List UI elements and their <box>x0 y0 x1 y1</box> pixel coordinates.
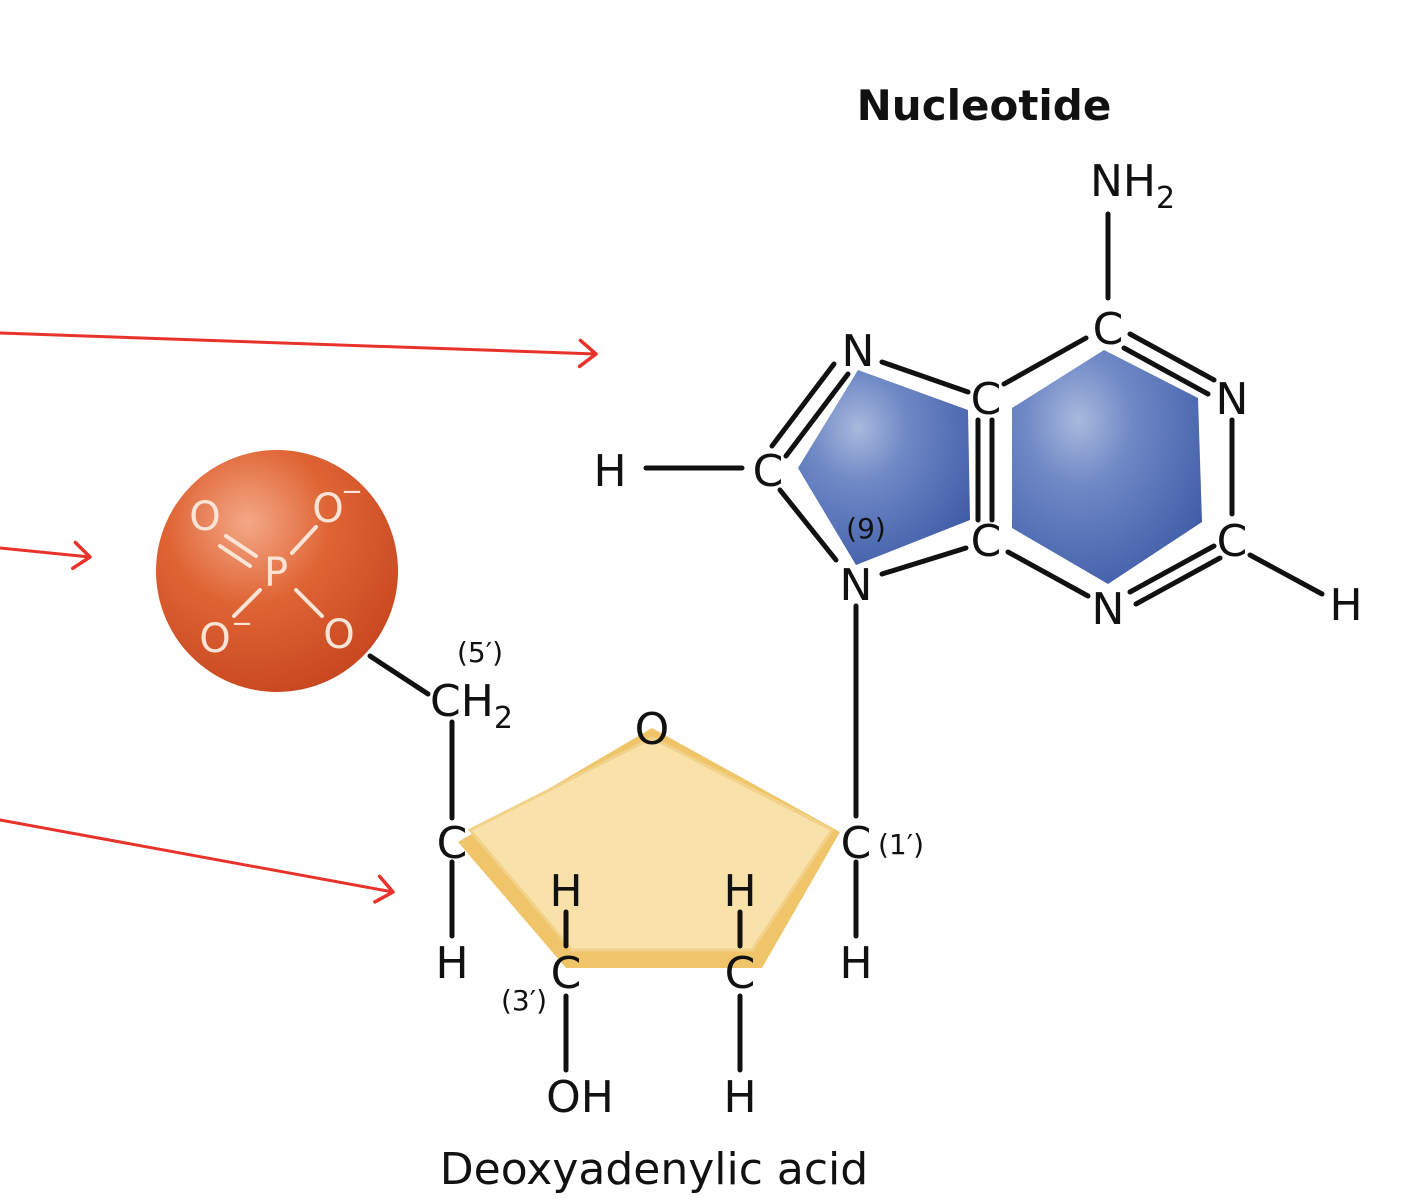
amino-group: NH2 <box>1090 156 1175 216</box>
atom-c3-prime: C <box>551 948 582 999</box>
atom-n7: N <box>842 326 875 377</box>
hydroxyl-group: OH <box>546 1072 614 1123</box>
atom-c5: C <box>971 374 1002 425</box>
phosphate-oxygen-ester: O <box>323 612 354 658</box>
ring-oxygen: O <box>635 704 670 755</box>
atom-h3-prime: H <box>549 866 582 917</box>
atom-c4: C <box>971 516 1002 567</box>
position-5-label: (5′) <box>457 636 503 669</box>
atom-n1: N <box>1216 374 1249 425</box>
atom-n9: N <box>840 560 873 611</box>
diagram-caption: Deoxyadenylic acid <box>440 1144 868 1195</box>
phosphate-oxygen-left: O <box>199 616 230 662</box>
pyrimidine-ring-fill <box>1012 350 1202 584</box>
atom-h8: H <box>593 446 626 497</box>
sugar-bonds <box>367 603 859 1073</box>
atom-c8: C <box>753 446 784 497</box>
position-3-label: (3′) <box>501 984 547 1017</box>
adenine-base <box>798 350 1202 584</box>
atom-c6: C <box>1093 304 1124 355</box>
position-1-label: (1′) <box>878 828 924 861</box>
phosphorus-atom: P <box>264 550 288 596</box>
phosphate-oxygen-left-charge: − <box>231 609 253 639</box>
ch2-group: CH2 <box>430 676 513 736</box>
phosphate-oxygen-top: O <box>312 486 343 532</box>
sugar-ring-fill <box>467 736 835 952</box>
arrow-to-base <box>0 331 598 369</box>
phosphate-oxygen-top-charge: − <box>341 477 363 507</box>
atom-h2-prime-bottom: H <box>723 1072 756 1123</box>
atom-c2-prime: C <box>725 948 756 999</box>
arrow-to-phosphate <box>0 540 92 571</box>
deoxyribose-sugar <box>458 728 840 968</box>
position-9-label: (9) <box>846 512 886 545</box>
phosphate-group: O O − P O − O <box>156 450 398 692</box>
atom-h1-prime: H <box>839 938 872 989</box>
atom-c2: C <box>1217 516 1248 567</box>
imidazole-ring-fill <box>798 370 970 565</box>
atom-h4-prime: H <box>435 938 468 989</box>
base-bonds <box>643 211 1325 607</box>
sugar-atoms: (5′) CH2 O C H C (1′) H H C (3′) OH H C … <box>430 636 924 1123</box>
phosphate-sphere <box>156 450 398 692</box>
diagram-title: Nucleotide <box>857 81 1112 130</box>
arrow-to-sugar <box>0 818 395 904</box>
atom-c1-prime: C <box>841 818 872 869</box>
atom-h2: H <box>1329 580 1362 631</box>
atom-h2-prime-top: H <box>723 866 756 917</box>
atom-c4-prime: C <box>437 818 468 869</box>
phosphate-oxygen-double: O <box>189 494 220 540</box>
base-atoms: NH2 C N C H N C C N C H N (9) <box>593 156 1362 635</box>
atom-n3: N <box>1092 584 1125 635</box>
